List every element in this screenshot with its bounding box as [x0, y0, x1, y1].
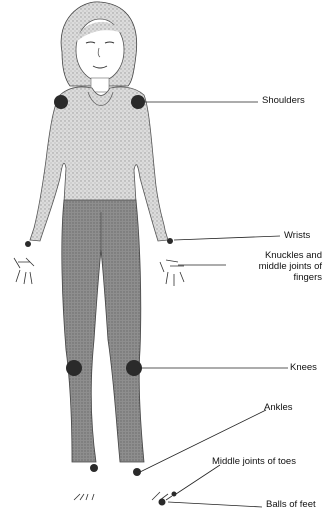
ball-of-foot-joint — [159, 499, 166, 506]
right-knee-joint — [126, 360, 142, 376]
right-wrist-joint — [167, 238, 173, 244]
pants — [62, 200, 144, 462]
label-shoulders: Shoulders — [262, 95, 305, 106]
label-knees: Knees — [290, 362, 317, 373]
label-knuckles: Knuckles and middle joints of fingers — [259, 250, 322, 283]
left-shoulder-joint — [54, 95, 68, 109]
balls-leader — [168, 502, 262, 507]
left-foot — [74, 494, 94, 500]
left-ankle-joint — [90, 464, 98, 472]
toes-leader — [176, 465, 220, 494]
right-ankle-joint — [133, 468, 141, 476]
right-hand — [160, 260, 184, 286]
label-wrists: Wrists — [284, 230, 310, 241]
label-ankles: Ankles — [264, 402, 293, 413]
right-shoulder-joint — [131, 95, 145, 109]
left-knee-joint — [66, 360, 82, 376]
label-toes: Middle joints of toes — [212, 456, 296, 467]
toe-joint — [172, 492, 177, 497]
left-wrist-joint — [25, 241, 31, 247]
wrists-leader — [174, 236, 280, 240]
left-hand — [14, 258, 34, 284]
label-balls-of-feet: Balls of feet — [266, 499, 316, 510]
